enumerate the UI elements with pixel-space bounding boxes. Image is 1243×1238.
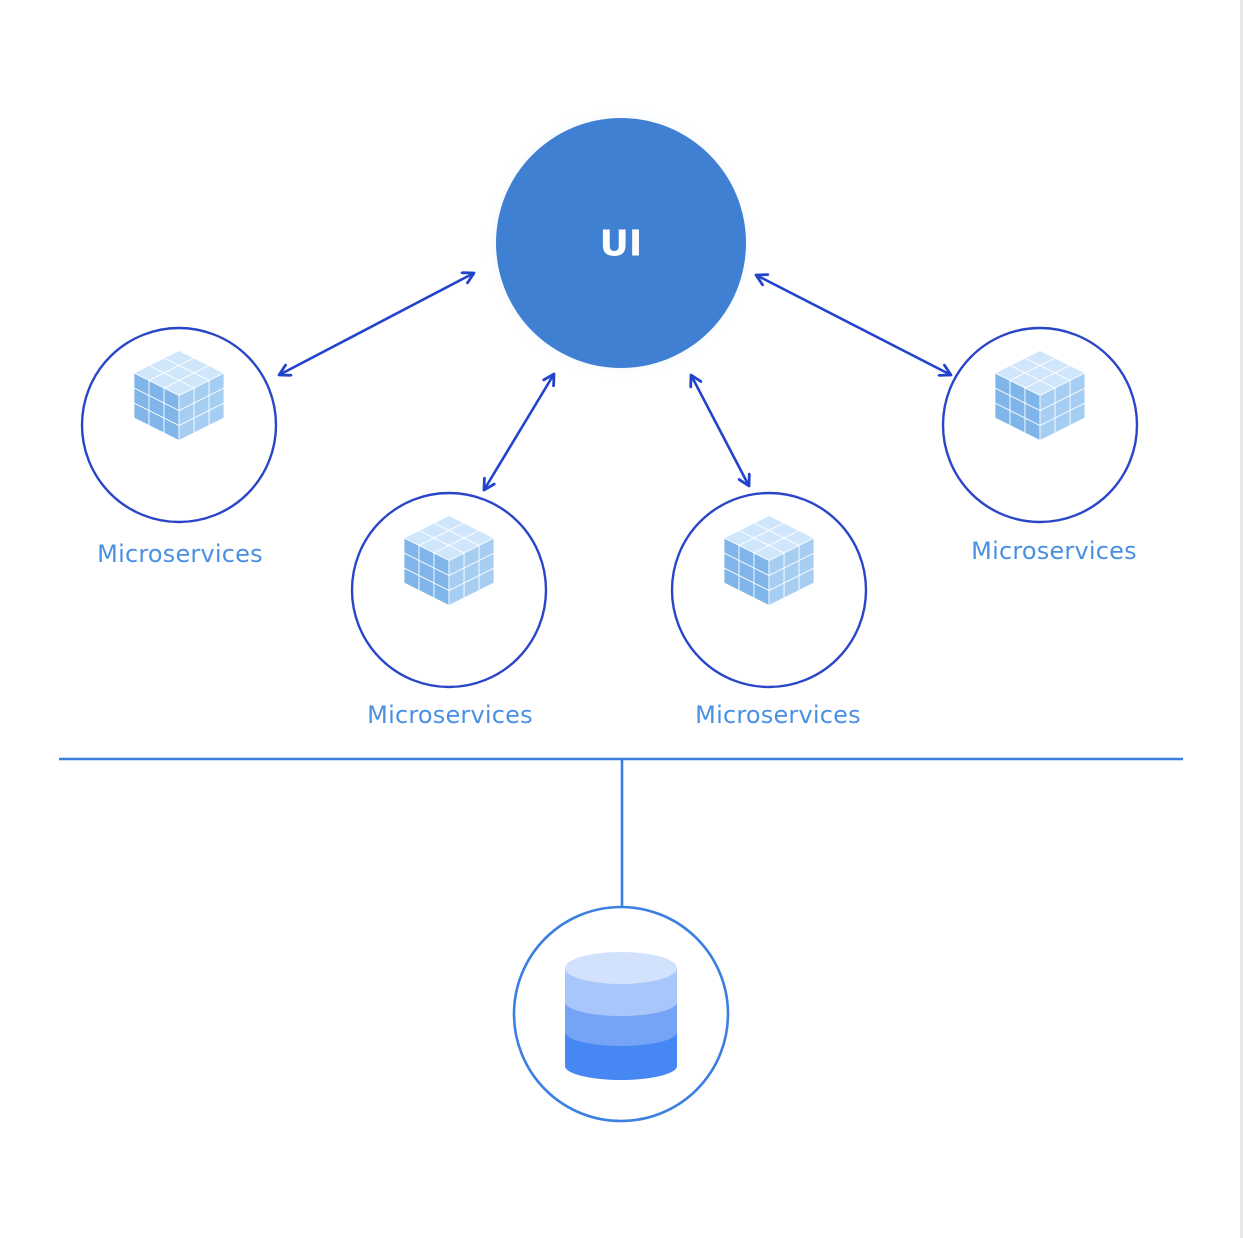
service-nodes — [80, 326, 1139, 689]
cube-icons — [133, 350, 1086, 607]
service-label-3: Microservices — [695, 701, 861, 729]
arrow-ui-service-2 — [484, 374, 554, 490]
service-label-2: Microservices — [367, 701, 533, 729]
cube-cluster-icon — [133, 350, 225, 442]
ui-node — [483, 105, 759, 381]
connection-arrows — [279, 273, 951, 490]
cube-cluster-icon — [403, 515, 495, 607]
arrow-ui-service-3 — [691, 375, 749, 486]
service-label-1: Microservices — [97, 540, 263, 568]
page-edge — [1240, 0, 1243, 1238]
ui-circle — [496, 118, 746, 368]
cube-cluster-icon — [723, 515, 815, 607]
data-bus — [59, 757, 1183, 906]
ui-label: UI — [599, 223, 643, 265]
service-label-4: Microservices — [971, 537, 1137, 565]
cube-cluster-icon — [994, 350, 1086, 442]
database-node — [512, 905, 730, 1123]
database-icon — [565, 952, 677, 1080]
arrow-ui-service-1 — [279, 273, 474, 375]
arrow-ui-service-4 — [756, 275, 951, 375]
